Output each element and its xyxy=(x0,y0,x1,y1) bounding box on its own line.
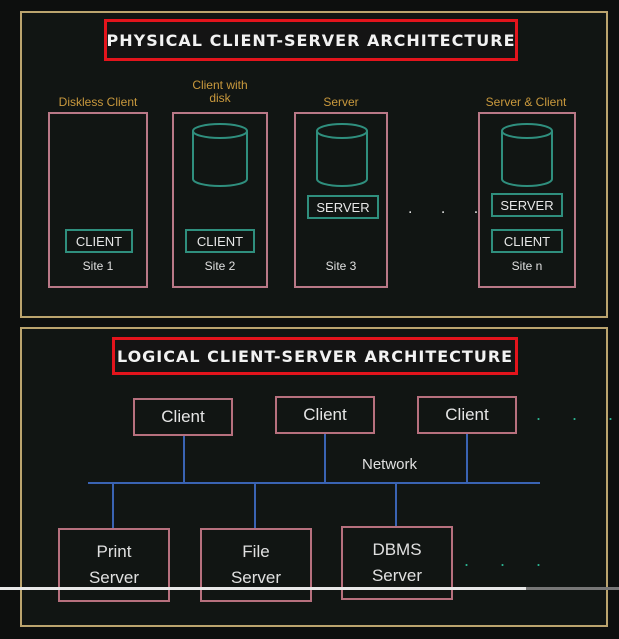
site-name: Site 1 xyxy=(82,259,114,273)
site-label-client-with-disk: Client with disk xyxy=(192,78,248,105)
site-box-site-1 xyxy=(48,112,148,288)
logical-architecture-panel xyxy=(20,327,608,627)
server-2-connector xyxy=(254,484,256,530)
server-suffix: Server xyxy=(371,566,423,585)
site-name: Site n xyxy=(511,259,543,273)
client-2-connector xyxy=(324,432,326,484)
site-box-site-n xyxy=(478,112,576,288)
client-3-connector xyxy=(466,432,468,484)
site-label-diskless-client: Diskless Client xyxy=(58,95,138,109)
server-tag: SERVER xyxy=(491,193,563,217)
client-tag: CLIENT xyxy=(491,229,563,253)
site-box-site-3 xyxy=(294,112,388,288)
site-name: Site 2 xyxy=(204,259,236,273)
disk-icon xyxy=(316,123,368,187)
network-bus xyxy=(88,482,540,484)
physical-architecture-title: PHYSICAL CLIENT-SERVER ARCHITECTURE xyxy=(104,19,518,61)
server-1-connector xyxy=(112,484,114,530)
disk-icon xyxy=(501,123,553,187)
client-node: Client xyxy=(275,396,375,434)
server-name: File xyxy=(242,542,270,561)
client-tag: CLIENT xyxy=(65,229,133,253)
network-label: Network xyxy=(362,456,418,473)
disk-icon xyxy=(192,123,248,187)
more-sites-ellipsis: . . . xyxy=(408,200,491,217)
site-name: Site 3 xyxy=(325,259,357,273)
video-progress-fill xyxy=(0,587,526,590)
file-server-node: File Server xyxy=(200,528,312,602)
logical-architecture-title: LOGICAL CLIENT-SERVER ARCHITECTURE xyxy=(112,337,518,375)
site-label-server-and-client: Server & Client xyxy=(485,95,567,109)
site-box-site-2 xyxy=(172,112,268,288)
server-suffix: Server xyxy=(88,568,140,587)
server-name: Print xyxy=(96,542,132,561)
physical-architecture-panel xyxy=(20,11,608,318)
client-node: Client xyxy=(417,396,517,434)
more-servers-ellipsis: . . . xyxy=(464,550,555,570)
more-clients-ellipsis: . . . xyxy=(536,404,619,424)
client-1-connector xyxy=(183,434,185,484)
server-tag: SERVER xyxy=(307,195,379,219)
client-tag: CLIENT xyxy=(185,229,255,253)
server-suffix: Server xyxy=(230,568,282,587)
site-label-server: Server xyxy=(323,95,359,109)
server-3-connector xyxy=(395,484,397,528)
dbms-server-node: DBMS Server xyxy=(341,526,453,600)
server-name: DBMS xyxy=(372,540,422,559)
print-server-node: Print Server xyxy=(58,528,170,602)
client-node: Client xyxy=(133,398,233,436)
